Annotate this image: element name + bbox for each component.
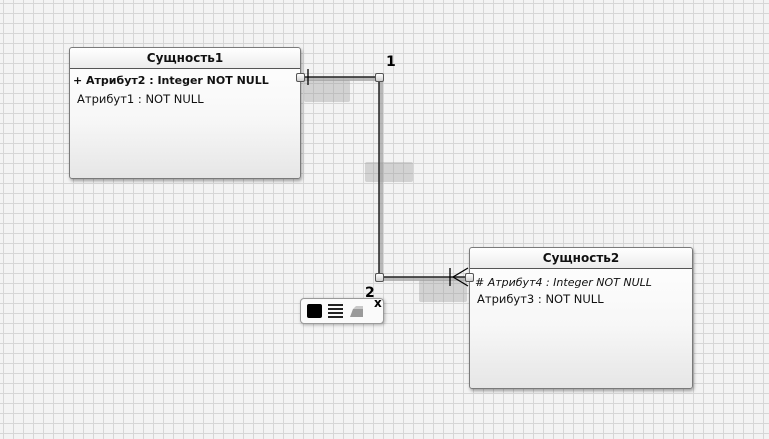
bend-point-label-1: 1: [386, 54, 396, 70]
entity-1-attributes: + Атрибут2 : Integer NOT NULL Атрибут1 :…: [70, 70, 300, 178]
format-toolbar: x: [300, 296, 384, 324]
many-crowfoot-icon: [449, 267, 469, 287]
entity-1-attribute[interactable]: Атрибут1 : NOT NULL: [77, 92, 204, 106]
connector-start-handle[interactable]: [296, 73, 305, 82]
line-icon: [328, 304, 343, 306]
line-style-button[interactable]: [328, 304, 343, 318]
connector-shadow: [301, 77, 471, 281]
bend-point-handle-1[interactable]: [375, 73, 384, 82]
entity-2-title: Сущность2: [470, 248, 692, 269]
connector-end-handle[interactable]: [465, 273, 474, 282]
line-icon: [328, 312, 343, 314]
fill-color-button[interactable]: [307, 304, 322, 318]
label-placeholder: [419, 280, 467, 302]
entity-2[interactable]: Сущность2 # Атрибут4 : Integer NOT NULL …: [469, 247, 693, 389]
entity-2-attribute[interactable]: Атрибут3 : NOT NULL: [477, 292, 604, 306]
bend-point-label-2: 2: [365, 285, 375, 301]
connector-line: [301, 76, 469, 278]
shape-style-button[interactable]: [349, 304, 364, 318]
entity-1-title: Сущность1: [70, 48, 300, 69]
close-toolbar-button[interactable]: x: [374, 296, 382, 310]
shape-style-icon: [350, 306, 363, 317]
entity-2-attributes: # Атрибут4 : Integer NOT NULL Атрибут3 :…: [470, 270, 692, 388]
line-icon: [328, 316, 343, 318]
entity-1-attribute-pk[interactable]: + Атрибут2 : Integer NOT NULL: [73, 74, 269, 87]
line-icon: [328, 308, 343, 310]
label-placeholder: [365, 162, 413, 182]
entity-2-attribute-fk[interactable]: # Атрибут4 : Integer NOT NULL: [475, 276, 652, 289]
entity-1[interactable]: Сущность1 + Атрибут2 : Integer NOT NULL …: [69, 47, 301, 179]
label-placeholder: [304, 80, 350, 102]
bend-point-handle-2[interactable]: [375, 273, 384, 282]
